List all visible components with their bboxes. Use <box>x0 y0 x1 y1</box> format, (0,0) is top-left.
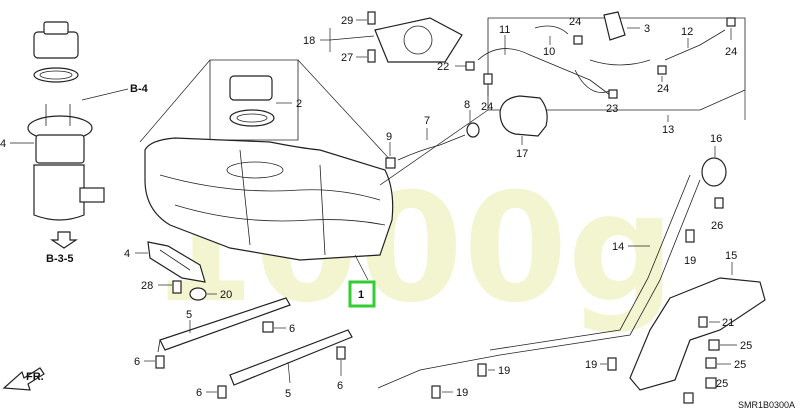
label-part-15: 15 <box>725 250 737 262</box>
bolt-19-bottom <box>431 385 441 399</box>
label-part-11: 11 <box>499 24 510 36</box>
label-part-29: 29 <box>341 15 353 27</box>
fuel-tank <box>144 137 394 261</box>
bolt-19-right <box>607 357 617 371</box>
fuel-cap-in-box <box>229 75 275 127</box>
label-part-24-c: 24 <box>657 83 669 95</box>
band-8 <box>466 122 480 138</box>
fuel-cap-top-left <box>33 21 79 83</box>
vent-pipe-11 <box>477 48 611 96</box>
bolts-6 <box>155 321 346 399</box>
tank-strap-upper <box>157 297 291 353</box>
label-part-4-bracket: 4 <box>124 248 130 260</box>
label-part-26: 26 <box>711 220 723 232</box>
tank-strap-lower <box>229 329 353 386</box>
bolt-19-upper <box>685 229 695 243</box>
clamp-24-lower <box>483 73 493 85</box>
label-part-20: 20 <box>220 289 232 301</box>
cover-17 <box>499 95 548 137</box>
label-part-18: 18 <box>303 35 315 47</box>
label-part-28: 28 <box>141 280 153 292</box>
ref-b35: B-3-5 <box>46 253 74 265</box>
screws-29-27 <box>367 11 376 63</box>
nut-20 <box>189 287 207 301</box>
splash-shield-15 <box>629 277 766 391</box>
label-part-6-c: 6 <box>337 380 343 392</box>
label-part-3: 3 <box>644 23 650 35</box>
fuel-pump-assembly <box>27 104 105 221</box>
label-part-19-c: 19 <box>498 365 510 377</box>
access-plate-18 <box>374 17 463 63</box>
label-part-8: 8 <box>464 99 470 111</box>
hose-12 <box>664 29 726 61</box>
fuel-cap-16 <box>701 157 727 187</box>
callout-box-2 <box>209 59 299 141</box>
label-part-19-b: 19 <box>585 359 597 371</box>
clamp-24-right <box>726 17 736 27</box>
bolt-19-middle <box>477 363 487 377</box>
label-part-5-lower: 5 <box>285 388 291 400</box>
reference-code: SMR1B0300A <box>738 400 795 410</box>
ref-b4: B-4 <box>130 83 149 95</box>
label-part-4-pump: 4 <box>0 138 6 150</box>
label-part-14: 14 <box>612 241 624 253</box>
callout-box-1 <box>348 280 376 308</box>
label-part-24-b: 24 <box>481 101 493 113</box>
tank-bracket-4 <box>147 241 206 283</box>
label-part-25-b: 25 <box>734 359 746 371</box>
label-part-19-a: 19 <box>684 255 696 267</box>
clamp-24-top <box>573 35 583 45</box>
screw-26 <box>714 197 724 209</box>
screws-21-25 <box>683 316 720 404</box>
label-part-6-a: 6 <box>289 323 295 335</box>
label-part-17: 17 <box>516 148 528 160</box>
filler-neck-7 <box>397 134 466 161</box>
label-part-2: 2 <box>296 98 302 110</box>
label-part-25-c: 25 <box>716 378 728 390</box>
label-part-1: 1 <box>358 289 364 301</box>
label-part-5-upper: 5 <box>186 309 192 321</box>
label-part-6-d: 6 <box>196 387 202 399</box>
hose-10 <box>534 25 569 35</box>
label-part-7: 7 <box>424 115 430 127</box>
clip-22 <box>465 61 475 71</box>
filler-pipe-14 <box>377 174 701 389</box>
bolt-28 <box>172 280 182 294</box>
label-part-13: 13 <box>662 124 674 136</box>
label-part-24-a: 24 <box>569 16 581 28</box>
label-part-23: 23 <box>606 103 618 115</box>
label-part-12: 12 <box>681 26 693 38</box>
label-part-16: 16 <box>710 133 722 145</box>
label-part-22: 22 <box>437 61 449 73</box>
label-part-9: 9 <box>386 131 392 143</box>
label-part-21: 21 <box>722 317 734 329</box>
hose-assembly-upper <box>574 59 651 93</box>
ref-fr: FR. <box>26 371 44 383</box>
clamp-24-mid <box>657 65 667 75</box>
label-part-27: 27 <box>341 52 353 64</box>
label-part-10: 10 <box>543 46 555 58</box>
clip-3 <box>603 11 626 41</box>
clamp-23 <box>608 89 618 99</box>
label-part-6-b: 6 <box>134 356 140 368</box>
clamp-9 <box>385 157 396 169</box>
label-part-24-d: 24 <box>725 46 737 58</box>
label-part-19-d: 19 <box>456 387 468 399</box>
front-direction-arrow <box>2 367 45 391</box>
down-arrow <box>50 231 78 249</box>
label-part-25-a: 25 <box>740 340 752 352</box>
